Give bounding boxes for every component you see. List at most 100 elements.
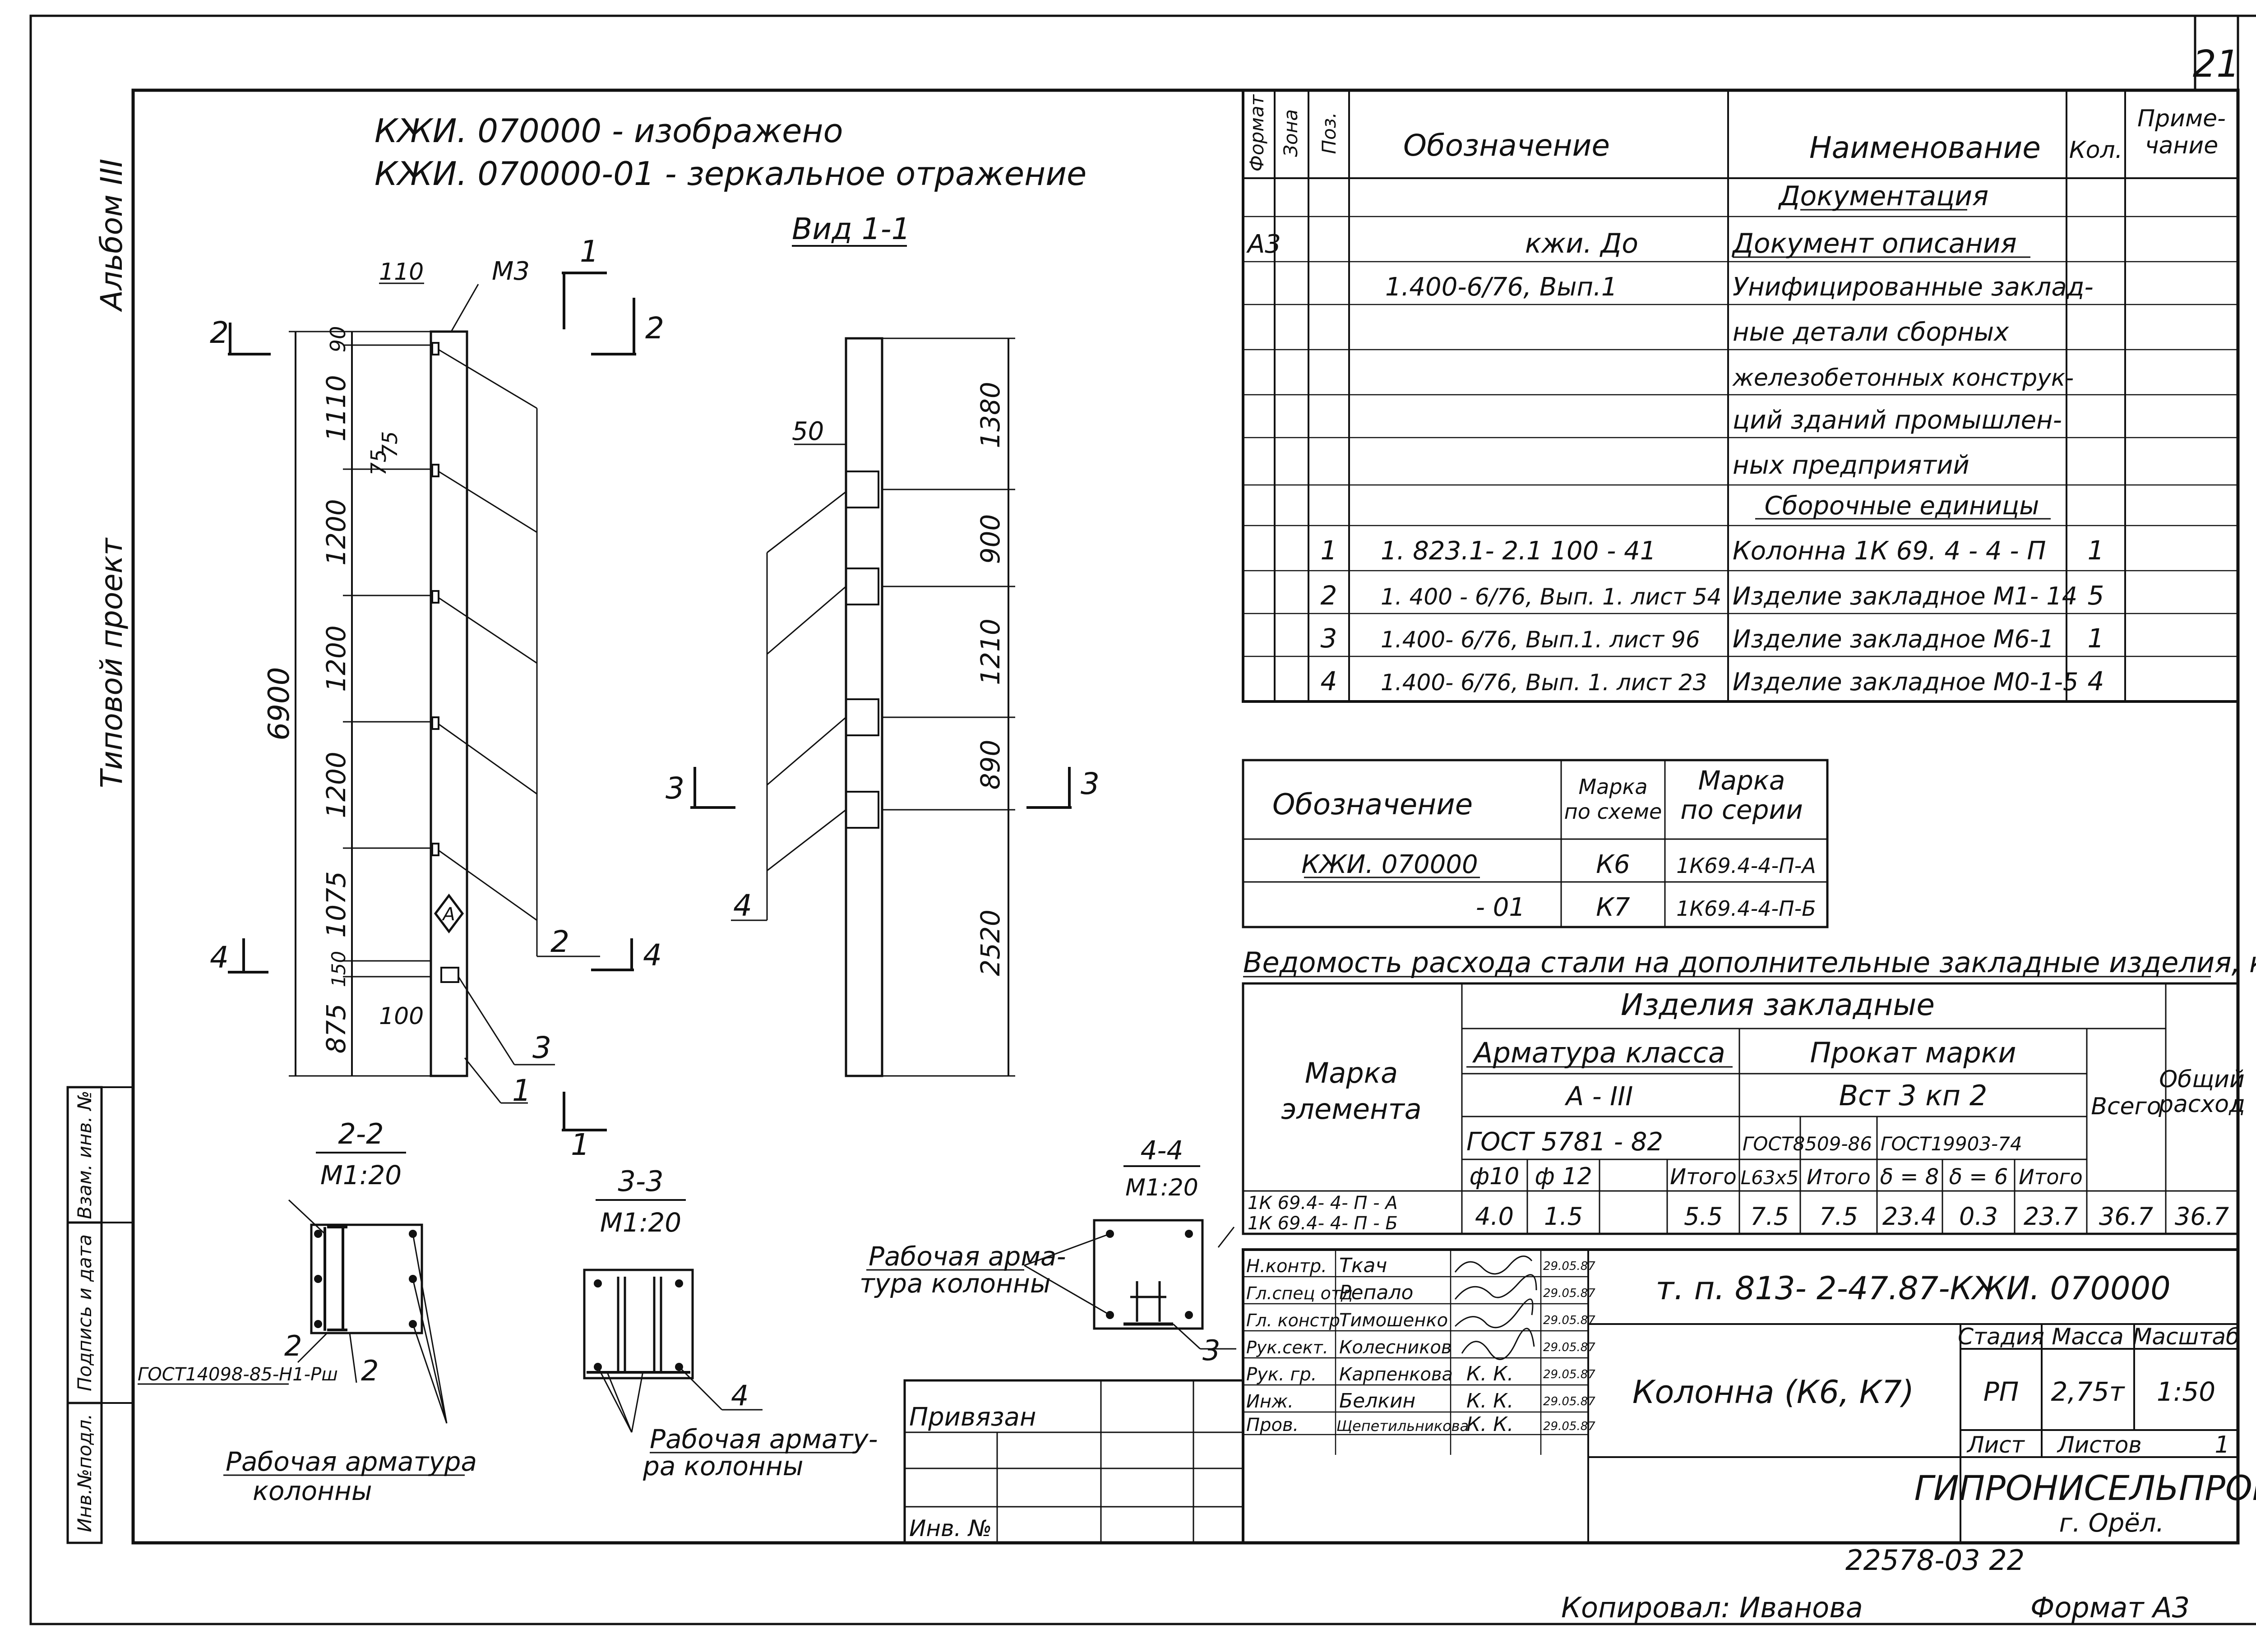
dim-segment-8: 875	[321, 1004, 351, 1054]
section-33-title: 3-3	[618, 1165, 663, 1198]
spec-row-7-name: Сборочные единицы	[1765, 491, 2039, 521]
album-label: Альбом III	[94, 159, 129, 312]
spec-h-pos: Поз.	[1318, 112, 1340, 154]
callout-3: 3	[532, 1030, 551, 1065]
mass-label: Масса	[2052, 1324, 2123, 1350]
steel-table: Марка элемента Изделия закладные Арматур…	[1242, 982, 2245, 1235]
spec-row-10-qty: 1	[2088, 623, 2104, 654]
doc-code: т. п. 813- 2-47.87-КЖИ. 070000	[1655, 1270, 2170, 1307]
staff-role-4: Рук. гр.	[1246, 1364, 1317, 1385]
steel-table-title: Ведомость расхода стали на дополнительны…	[1243, 946, 2256, 979]
spec-h-note2: чание	[2145, 132, 2218, 159]
staff-date-2: 29.05.87	[1543, 1314, 1595, 1327]
scale-value: 1:50	[2157, 1376, 2215, 1407]
project-label: Типовой проект	[94, 537, 129, 788]
side-dim-3: 1210	[975, 618, 1006, 685]
staff-name-5: Белкин	[1339, 1389, 1415, 1412]
signature-text-2: К. К.	[1466, 1413, 1513, 1436]
signature-1	[1454, 1274, 1537, 1300]
spec-row-3-name: ные детали сборных	[1733, 318, 2009, 347]
steel-sub-7: δ = 6	[1949, 1164, 2008, 1190]
side-dim-1: 1380	[975, 382, 1006, 448]
steel-sub-0: ф10	[1470, 1163, 1520, 1190]
spec-h-note1: Приме-	[2137, 105, 2226, 132]
rebar-note-22: Рабочая арматура	[226, 1446, 477, 1477]
outer-frame	[29, 14, 2256, 1625]
callout-2-s22b: 2	[361, 1354, 379, 1387]
spec-h-zone: Зона	[1280, 109, 1302, 157]
steel-row-mark-0: 1К 69.4- 4- П - А	[1248, 1193, 1398, 1214]
steel-sub-5: Итого	[1807, 1165, 1871, 1189]
callout-2: 2	[550, 924, 569, 959]
staff-role-0: Н.контр.	[1246, 1256, 1327, 1277]
dim-segment-2: 1110	[321, 375, 351, 442]
callout-4-s33: 4	[731, 1379, 749, 1412]
cut-mark-4-left: 4	[210, 940, 229, 975]
mark-row-1-designation: - 01	[1476, 893, 1525, 922]
header-note-2: КЖИ. 070000-01 - зеркальное отражение	[374, 155, 1086, 193]
mark-h-scheme1: Марка	[1578, 775, 1647, 799]
rebar-note-44b: тура колонны	[860, 1268, 1051, 1299]
staff-name-0: Ткач	[1339, 1254, 1387, 1277]
signature-text-1: К. К.	[1466, 1389, 1513, 1412]
steel-val-10: 36.7	[2175, 1202, 2229, 1231]
copied-by: Копировал: Иванова	[1561, 1591, 1863, 1624]
section-44-title: 4-4	[1141, 1135, 1183, 1166]
stage-value: РП	[1983, 1376, 2019, 1407]
spec-row-5-name: ций зданий промышлен-	[1733, 406, 2062, 435]
spec-h-designation: Обозначение	[1403, 128, 1610, 163]
spec-row-0-name: Документация	[1778, 180, 1988, 212]
staff-date-0: 29.05.87	[1543, 1260, 1595, 1273]
spec-row-10-name: Изделие закладное М6-1	[1733, 625, 2054, 653]
spec-row-8-name: Колонна 1К 69. 4 - 4 - П	[1733, 536, 2046, 566]
steel-val-3: 5.5	[1684, 1202, 1723, 1231]
staff-date-4: 29.05.87	[1543, 1368, 1595, 1381]
mark-row-0-scheme: К6	[1596, 850, 1630, 879]
steel-val-9: 36.7	[2099, 1202, 2153, 1231]
callout-3-s44: 3	[1202, 1334, 1220, 1367]
callout-1: 1	[512, 1073, 531, 1108]
mark-h-series2: по серии	[1680, 794, 1803, 825]
steel-gost-8509: ГОСТ8509-86	[1743, 1133, 1872, 1155]
title-block: Н.контр. Гл.спец отд Гл. констр Рук.сект…	[1242, 1248, 2256, 1544]
callout-2-s22a: 2	[284, 1329, 302, 1362]
mark-row-0-series: 1К69.4-4-П-А	[1676, 854, 1816, 878]
steel-val-0: 4.0	[1475, 1202, 1514, 1231]
steel-gost-19903: ГОСТ19903-74	[1881, 1133, 2022, 1155]
staff-name-2: Тимошенко	[1339, 1310, 1448, 1331]
staff-date-5: 29.05.87	[1543, 1395, 1595, 1408]
mark-h-scheme2: по схеме	[1564, 799, 1662, 824]
steel-element-mark1: Марка	[1305, 1057, 1398, 1089]
spec-row-9-qty: 5	[2088, 580, 2104, 611]
dim-top-width: 110	[379, 258, 424, 286]
steel-embedded: Изделия закладные	[1621, 988, 1935, 1022]
staff-date-3: 29.05.87	[1543, 1341, 1595, 1354]
dim-segment-6: 1075	[321, 871, 351, 938]
spec-table: Формат Зона Поз. Обозначение Наименовани…	[1242, 89, 2239, 703]
scale-label: Масштаб	[2132, 1324, 2240, 1350]
steel-sub-1: ф 12	[1535, 1163, 1592, 1190]
sheets-label: Листов	[2057, 1432, 2142, 1458]
steel-rebar-gost: ГОСТ 5781 - 82	[1466, 1127, 1663, 1157]
side-stamp-repl: Взам. инв. №	[74, 1090, 96, 1219]
side-offset: 50	[792, 417, 824, 446]
staff-role-5: Инж.	[1246, 1391, 1294, 1412]
staff-name-4: Карпенкова	[1339, 1364, 1453, 1385]
side-stamp-sign: Подпись и дата	[74, 1234, 96, 1391]
org-name: ГИПРОНИСЕЛЬПРОМ	[1914, 1468, 2256, 1508]
side-stamp-inv: Инв.№подл.	[74, 1413, 96, 1532]
steel-total: Всего	[2091, 1093, 2161, 1120]
steel-sub-4: L63х5	[1741, 1167, 1798, 1189]
dim-total-height: 6900	[263, 667, 296, 741]
binding-inv: Инв. №	[909, 1515, 992, 1541]
dim-segment-7: 150	[328, 951, 350, 987]
steel-val-1: 1.5	[1544, 1202, 1583, 1231]
main-column-view: А	[289, 330, 600, 1104]
org-city: г. Орёл.	[2059, 1509, 2164, 1538]
steel-sub-8: Итого	[2019, 1165, 2083, 1189]
steel-rebar-grade: А - III	[1564, 1081, 1633, 1112]
cut-marks	[228, 272, 636, 1131]
spec-row-2-designation: 1.400-6/76, Вып.1	[1385, 272, 1618, 302]
spec-row-9-name: Изделие закладное М1- 14	[1733, 582, 2077, 610]
staff-role-1: Гл.спец отд	[1246, 1283, 1353, 1303]
